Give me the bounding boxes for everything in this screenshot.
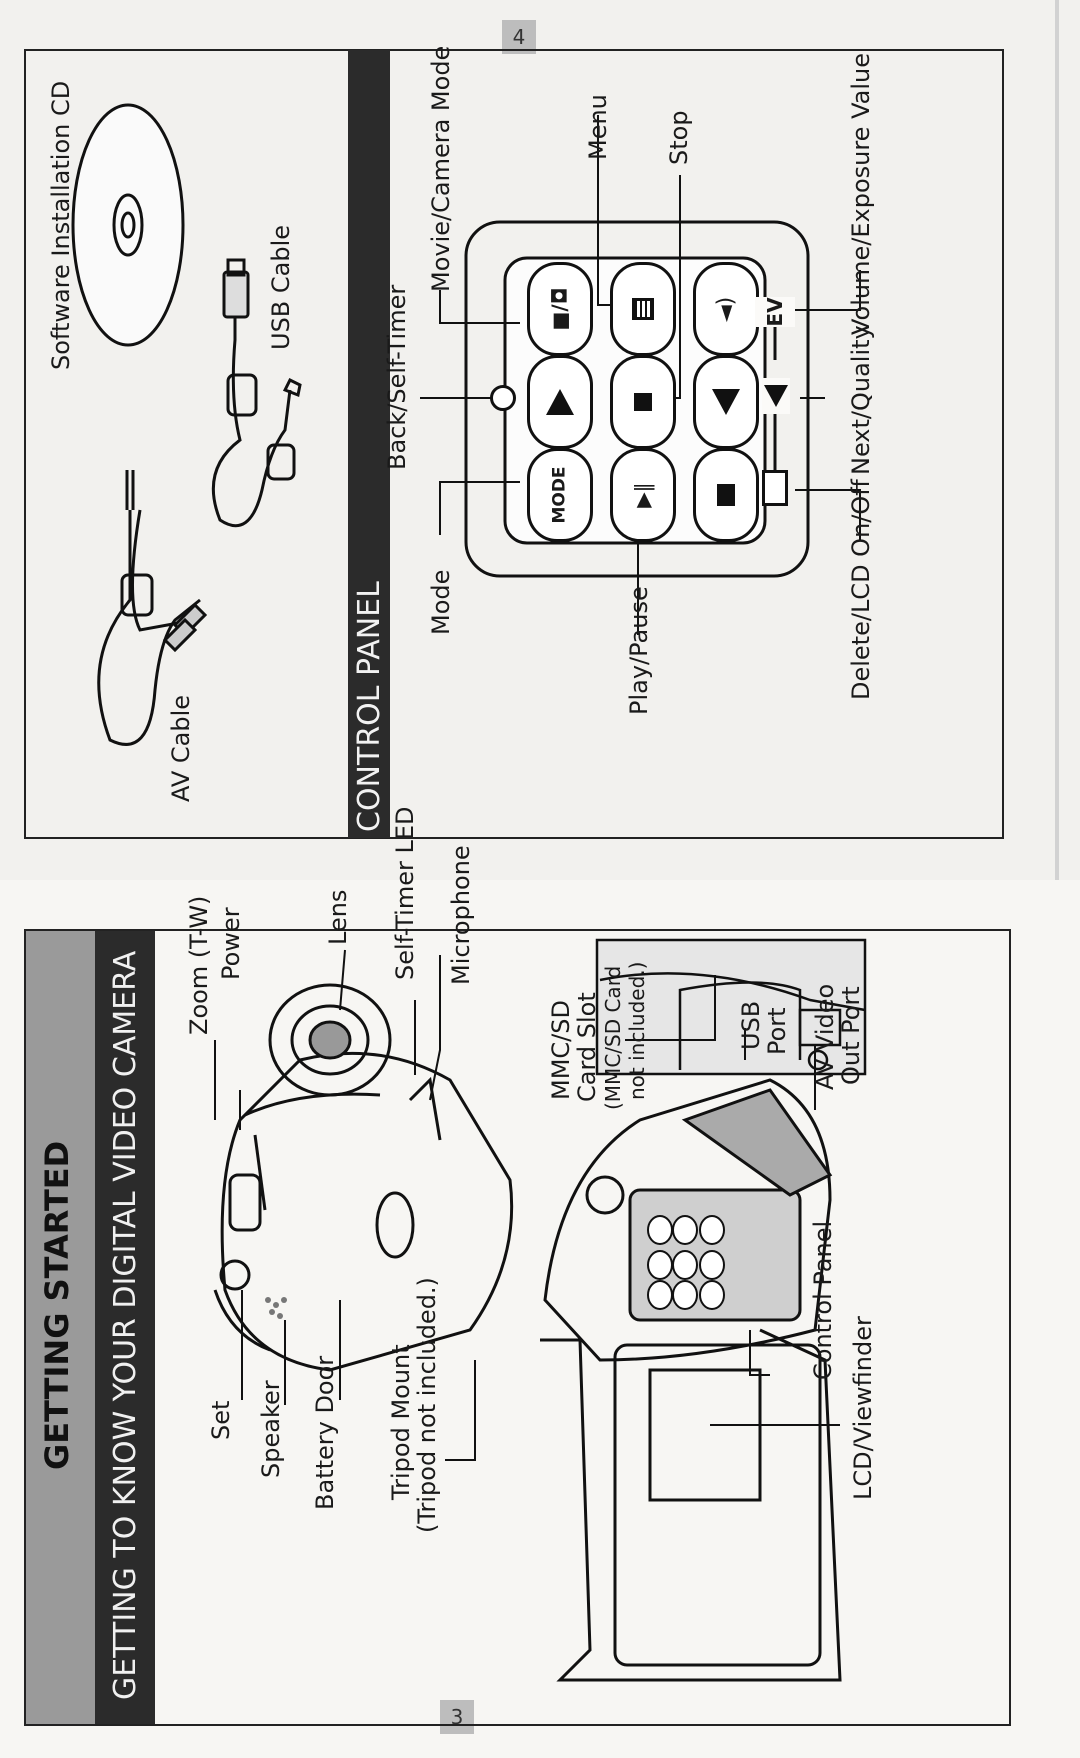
volume-button[interactable]: ◄) [693,262,759,356]
label-menu: Menu [584,94,612,160]
page-number-4: 4 [502,20,536,54]
label-mode: Mode [427,569,455,635]
play-pause-icon: ▶‖ [630,482,655,508]
control-panel-band [348,50,390,838]
up-button[interactable] [527,355,593,449]
down-arrow-icon [712,389,740,415]
label-movie-camera-mode: Movie/Camera Mode [427,45,455,292]
page-number-3: 3 [440,1700,474,1734]
menu-button[interactable] [610,262,676,356]
label-delete-lcd: Delete/LCD On/Off [847,479,875,700]
lcd-icon [762,470,788,506]
stop-icon [634,393,652,411]
play-pause-button[interactable]: ▶‖ [610,448,676,542]
page-3: 3 [0,880,1080,1758]
movie-camera-mode-button[interactable]: ■/◘ [527,262,593,356]
label-next-quality: Next/Quality [847,325,875,475]
menu-icon [632,298,654,320]
up-arrow-icon [546,389,574,415]
page-fold [1055,0,1059,1758]
label-stop: Stop [665,110,693,165]
down-button[interactable] [693,355,759,449]
section-band [25,930,95,1725]
label-back-self-timer: Back/Self-Timer [383,284,411,470]
ev-label: EV [755,297,795,327]
mode-button-label: MODE [550,466,570,524]
mode-button[interactable]: MODE [527,448,593,542]
label-play-pause: Play/Pause [625,586,653,715]
stop-button[interactable] [610,355,676,449]
quality-icon [762,378,790,414]
label-volume-ev: Volume/Exposure Value [847,53,875,335]
subsection-band [95,930,155,1725]
speaker-icon: ◄) [713,296,739,322]
movie-camera-icon: ■/◘ [547,287,572,331]
self-timer-icon [490,385,516,411]
delete-button[interactable] [693,448,759,542]
trash-icon [717,484,735,506]
